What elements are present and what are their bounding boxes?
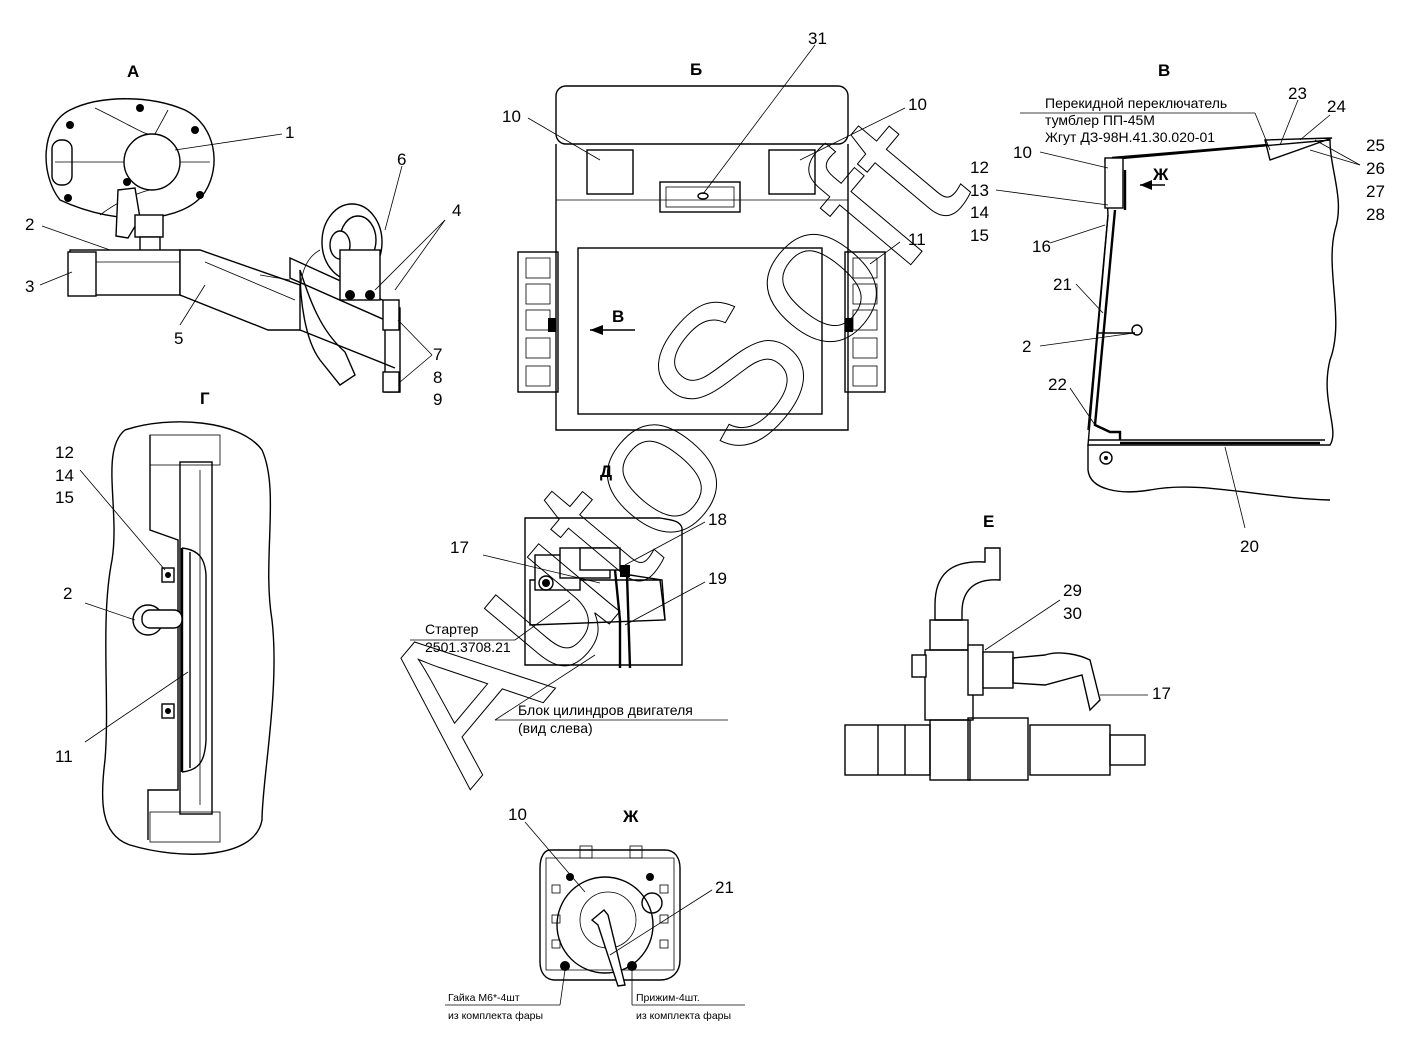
cab-side-outline — [1087, 139, 1340, 446]
note-switch-line1: Перекидной переключатель — [1045, 95, 1227, 111]
view-a-title: А — [127, 62, 139, 81]
view-v-title: В — [1158, 61, 1170, 80]
fender-outline — [101, 421, 275, 855]
callout-v-12: 12 — [970, 158, 989, 177]
lamp-lens — [123, 133, 181, 191]
view-zh-title: Ж — [622, 807, 639, 826]
view-g-title: Г — [200, 389, 210, 408]
callout-e-17: 17 — [1152, 684, 1171, 703]
view-d-title: Д — [600, 462, 612, 481]
callout-b-11: 11 — [908, 230, 926, 249]
callout-v-24: 24 — [1327, 97, 1346, 116]
note-nut-line1: Гайка М6*-4шт — [448, 992, 520, 1004]
view-d-callouts: 17 18 19 Стартер 2501.3708.21 Блок цилин… — [410, 510, 728, 736]
view-arrow-v-label: В — [612, 307, 624, 326]
beacon — [659, 181, 741, 213]
callout-a-9: 9 — [433, 390, 442, 409]
callout-d-17: 17 — [450, 538, 469, 557]
callout-v-21: 21 — [1053, 275, 1072, 294]
callout-v-20: 20 — [1240, 537, 1259, 556]
note-nut-line2: из комплекта фары — [448, 1010, 543, 1022]
callout-b-10-right: 10 — [908, 95, 927, 114]
callout-g-14: 14 — [55, 466, 74, 485]
view-a-callouts: 1 2 3 5 6 4 7 8 9 — [25, 123, 461, 409]
note-harness: Жгут ДЗ-98Н.41.30.020-01 — [1045, 129, 1215, 145]
view-e-callouts: 29 30 17 — [984, 581, 1171, 703]
lamp-housing — [45, 98, 215, 219]
lamp-back-housing — [539, 849, 681, 981]
lamp-handle — [51, 139, 73, 186]
callout-v-25: 25 — [1366, 136, 1385, 155]
callout-v-14: 14 — [970, 203, 989, 222]
view-b-callouts: 10 10 11 31 — [502, 29, 927, 265]
callout-v-26: 26 — [1366, 159, 1385, 178]
lamp-left — [586, 149, 634, 195]
callout-a-5: 5 — [174, 329, 183, 348]
callout-a-8: 8 — [433, 368, 442, 387]
note-switch-line2: тумблер ПП-45М — [1045, 112, 1155, 128]
engine-block — [524, 517, 683, 666]
callout-d-18: 18 — [708, 510, 727, 529]
note-block-line1: Блок цилиндров двигателя — [518, 702, 693, 718]
callout-v-10: 10 — [1013, 143, 1032, 162]
callout-a-3: 3 — [25, 277, 34, 296]
view-v: В Перекидной переключатель тумблер ПП-45… — [1020, 61, 1340, 501]
note-starter-line1: Стартер — [425, 621, 479, 637]
callout-g-12: 12 — [55, 443, 74, 462]
callout-g-15: 15 — [55, 488, 74, 507]
view-g-callouts: 12 14 15 2 11 — [55, 443, 189, 766]
callout-v-15: 15 — [970, 226, 989, 245]
callout-v-27: 27 — [1366, 182, 1385, 201]
roof-lamp — [1104, 157, 1124, 209]
view-arrow-zh-label: Ж — [1152, 165, 1169, 184]
callout-b-31: 31 — [808, 29, 827, 48]
callout-zh-10: 10 — [508, 805, 527, 824]
callout-a-1: 1 — [285, 123, 294, 142]
lamp-back-cover — [556, 876, 654, 974]
note-clamp-line2: из комплекта фары — [636, 1010, 731, 1022]
view-e-title: Е — [983, 512, 994, 531]
view-b-title: Б — [690, 60, 702, 79]
callout-v-16: 16 — [1032, 237, 1051, 256]
pipe-elbow — [934, 547, 1001, 621]
callout-e-29: 29 — [1063, 581, 1082, 600]
callout-v-22: 22 — [1048, 375, 1067, 394]
note-starter-line2: 2501.3708.21 — [425, 639, 511, 655]
note-block-line2: (вид слева) — [518, 720, 593, 736]
callout-v-28: 28 — [1366, 205, 1385, 224]
view-zh-callouts: 10 21 Гайка М6*-4шт из комплекта фары Пр… — [445, 805, 745, 1022]
callout-zh-21: 21 — [715, 878, 734, 897]
callout-a-2: 2 — [25, 215, 34, 234]
temperature-sensor — [982, 651, 1014, 689]
view-a: А — [45, 62, 401, 393]
note-clamp-line1: Прижим-4шт. — [636, 992, 700, 1004]
view-b: Б В — [517, 60, 886, 431]
callout-g-11: 11 — [55, 747, 73, 766]
callout-a-4: 4 — [452, 201, 461, 220]
left-light-cluster — [517, 251, 559, 393]
callout-d-19: 19 — [708, 569, 727, 588]
callout-a-7: 7 — [433, 345, 442, 364]
cab-roof — [555, 85, 849, 145]
callout-a-6: 6 — [397, 150, 406, 169]
callout-b-10-left: 10 — [502, 107, 521, 126]
callout-v-2: 2 — [1022, 337, 1031, 356]
callout-g-2: 2 — [63, 584, 72, 603]
bracket-beam — [179, 249, 301, 331]
lamp-right — [768, 149, 816, 195]
callout-e-30: 30 — [1063, 604, 1082, 623]
view-g: Г — [101, 389, 275, 855]
cab-rear-window — [577, 247, 823, 415]
callout-v-23: 23 — [1288, 84, 1307, 103]
callout-v-13: 13 — [970, 181, 989, 200]
view-v-callouts: 10 12 13 14 15 16 21 2 22 20 23 24 25 26… — [970, 84, 1385, 556]
view-zh: Ж — [539, 807, 681, 987]
view-e: Е — [844, 512, 1146, 781]
